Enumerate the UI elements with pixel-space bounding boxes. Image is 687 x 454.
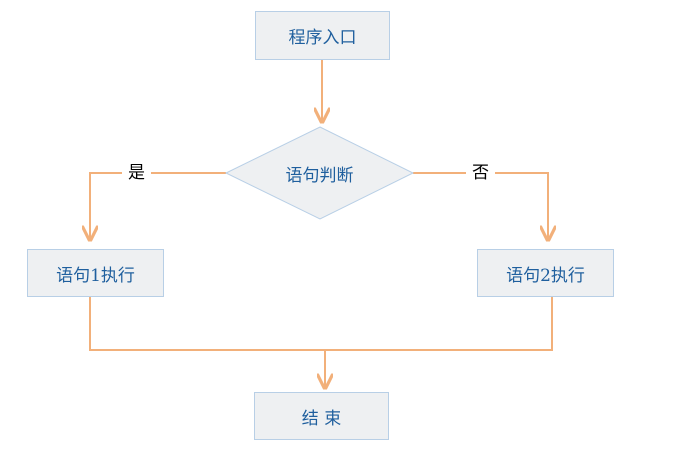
branch-no-node: 语句2执行 — [477, 249, 614, 297]
start-node-label: 程序入口 — [288, 28, 357, 48]
arrow-decision-to-branch-no — [413, 172, 548, 240]
branch-yes-node: 语句1执行 — [27, 249, 164, 297]
branch-yes-label: 语句1执行 — [56, 265, 135, 286]
decision-node: 语句判断 — [226, 150, 413, 196]
start-node: 程序入口 — [255, 11, 390, 60]
yes-label: 是 — [122, 163, 151, 183]
end-node: 结 束 — [254, 392, 389, 440]
decision-diamond — [224, 126, 415, 220]
decision-node-label: 语句判断 — [285, 165, 354, 186]
arrow-decision-to-branch-yes — [90, 172, 226, 240]
end-node-label: 结 束 — [301, 408, 342, 429]
branch-no-label: 语句2执行 — [506, 265, 585, 286]
no-label: 否 — [466, 163, 495, 183]
merge-line — [89, 297, 553, 351]
